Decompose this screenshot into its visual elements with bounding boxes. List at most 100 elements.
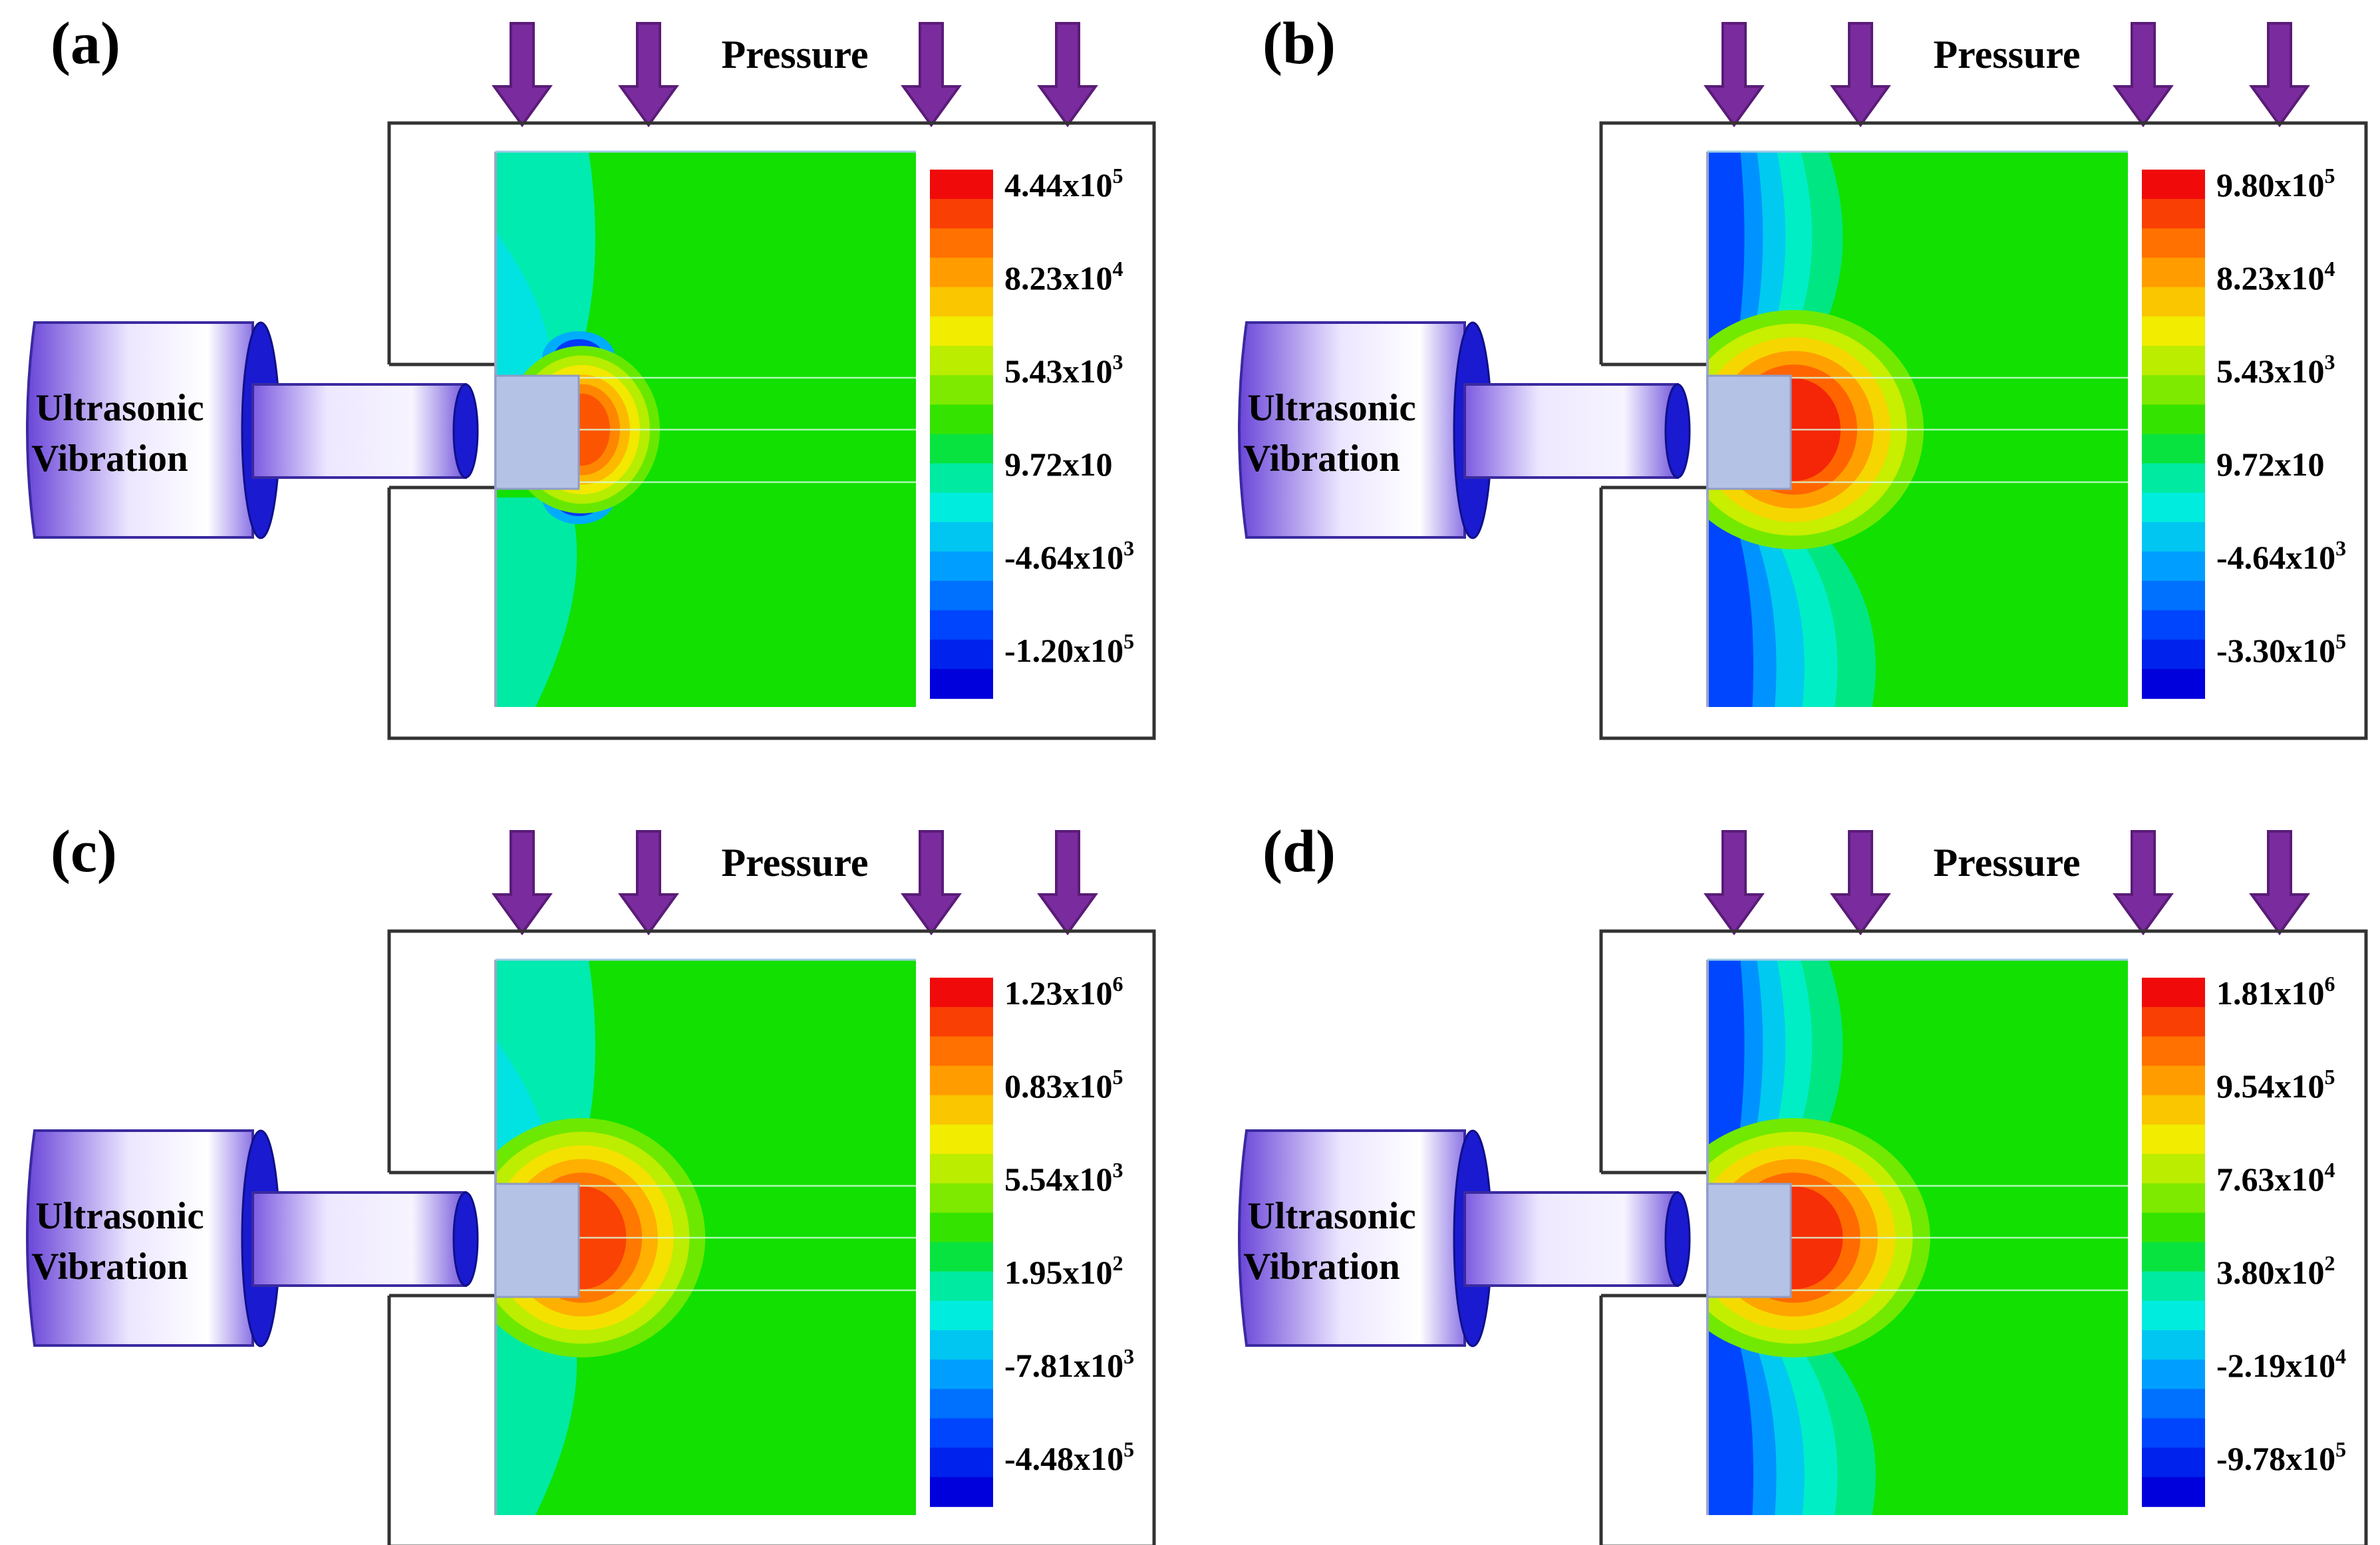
- device-label-line1: Ultrasonic: [1247, 387, 1415, 429]
- horn-tip: [1706, 374, 1792, 490]
- pressure-arrow-icon: [901, 830, 962, 936]
- housing-port: [389, 362, 496, 490]
- colorbar-swatch: [2142, 1124, 2205, 1155]
- colorbar-swatch: [930, 257, 993, 288]
- colorbar-tick-label: 5.43x103: [1004, 350, 1123, 390]
- colorbar-swatch: [930, 1036, 993, 1067]
- colorbar-swatch: [930, 551, 993, 582]
- colorbar-swatch: [2142, 257, 2205, 288]
- horn-tip: [1706, 1183, 1792, 1298]
- colorbar-swatch: [2142, 1271, 2205, 1302]
- colorbar-swatch: [930, 228, 993, 259]
- colorbar-swatch: [2142, 581, 2205, 611]
- colorbar-swatch: [930, 1300, 993, 1331]
- colorbar-swatch: [930, 668, 993, 699]
- colorbar-swatch: [2142, 1065, 2205, 1096]
- panel-label: (b): [1263, 11, 1336, 76]
- pressure-arrow-icon: [1704, 22, 1765, 128]
- colorbar-swatch: [2142, 1154, 2205, 1184]
- colorbar-tick-label: -4.64x103: [1004, 536, 1134, 576]
- colorbar-swatch: [930, 1418, 993, 1449]
- colorbar-tick-label: 7.63x104: [2216, 1158, 2335, 1198]
- colorbar-swatch: [2142, 978, 2205, 1008]
- pressure-arrow-icon: [1830, 830, 1891, 936]
- pressure-label: Pressure: [721, 841, 868, 885]
- colorbar-swatch: [2142, 639, 2205, 670]
- colorbar-swatch: [2142, 404, 2205, 435]
- colorbar-tick-label: 0.83x105: [1004, 1065, 1123, 1105]
- colorbar-swatch: [930, 1154, 993, 1184]
- colorbar-swatch: [930, 1359, 993, 1390]
- housing-port: [1601, 362, 1708, 490]
- colorbar-swatch: [930, 1007, 993, 1038]
- ultrasonic-transducer-icon: [1238, 1129, 1691, 1347]
- colorbar-swatch: [930, 1242, 993, 1272]
- device-label-line1: Ultrasonic: [1247, 1195, 1415, 1237]
- device-label-line1: Ultrasonic: [35, 1195, 204, 1237]
- colorbar-tick-label: -3.30x105: [2216, 629, 2346, 669]
- colorbar-swatch: [930, 1212, 993, 1243]
- pressure-arrow-icon: [492, 830, 553, 936]
- colorbar-swatch: [2142, 1447, 2205, 1478]
- colorbar: [930, 170, 993, 699]
- colorbar-swatch: [930, 1476, 993, 1507]
- pressure-arrow-icon: [2249, 22, 2310, 128]
- pressure-arrow-icon: [1704, 830, 1765, 936]
- housing-port: [1601, 1171, 1708, 1298]
- pressure-arrow-icon: [1830, 22, 1891, 128]
- colorbar-swatch: [930, 639, 993, 670]
- colorbar-tick-label: 5.54x103: [1004, 1158, 1123, 1198]
- colorbar-tick-label: -4.64x103: [2216, 536, 2346, 576]
- device-label-line2: Vibration: [1243, 1246, 1400, 1288]
- colorbar-swatch: [930, 1330, 993, 1360]
- colorbar-tick-label: -4.48x105: [1004, 1437, 1134, 1477]
- colorbar-swatch: [2142, 1242, 2205, 1272]
- colorbar-swatch: [930, 978, 993, 1008]
- panel-label: (c): [51, 819, 117, 885]
- colorbar-tick-label: 1.81x106: [2216, 972, 2335, 1012]
- colorbar-tick-label: -1.20x105: [1004, 629, 1134, 669]
- colorbar-swatch: [2142, 610, 2205, 640]
- colorbar-swatch: [930, 581, 993, 611]
- device-label-line2: Vibration: [31, 1246, 188, 1288]
- horn-tip: [494, 1183, 580, 1298]
- colorbar-swatch: [2142, 1212, 2205, 1243]
- colorbar-swatch: [2142, 1095, 2205, 1125]
- colorbar-tick-label: 9.72x10: [1004, 446, 1113, 483]
- colorbar-swatch: [2142, 1330, 2205, 1360]
- colorbar-swatch: [930, 1447, 993, 1478]
- colorbar-swatch: [930, 287, 993, 317]
- colorbar-tick-label: 1.23x106: [1004, 972, 1123, 1012]
- panel-label: (d): [1263, 819, 1336, 885]
- colorbar-swatch: [2142, 668, 2205, 699]
- colorbar-swatch: [930, 522, 993, 552]
- panel-a: (a)PressureUltrasonicVibration4.44x1058.…: [26, 11, 1156, 740]
- colorbar-swatch: [930, 346, 993, 376]
- colorbar-tick-label: 8.23x104: [2216, 257, 2335, 297]
- colorbar-swatch: [2142, 287, 2205, 317]
- horn-tip: [494, 374, 580, 490]
- colorbar: [2142, 978, 2205, 1507]
- ultrasonic-transducer-icon: [26, 321, 479, 539]
- colorbar-tick-label: 4.44x105: [1004, 164, 1123, 204]
- colorbar-swatch: [2142, 1476, 2205, 1507]
- colorbar-swatch: [2142, 316, 2205, 347]
- colorbar-swatch: [2142, 228, 2205, 259]
- colorbar-swatch: [930, 1271, 993, 1302]
- colorbar-tick-label: 9.54x105: [2216, 1065, 2335, 1105]
- pressure-label: Pressure: [721, 33, 868, 76]
- colorbar-swatch: [2142, 492, 2205, 523]
- housing-outline: [1599, 929, 2368, 1545]
- pressure-label: Pressure: [1933, 841, 2080, 885]
- colorbar-tick-label: -2.19x104: [2216, 1344, 2346, 1384]
- pressure-arrow-icon: [2249, 830, 2310, 936]
- pressure-arrow-icon: [1037, 22, 1098, 128]
- colorbar-swatch: [930, 170, 993, 200]
- colorbar-swatch: [2142, 1359, 2205, 1390]
- colorbar-tick-label: 9.80x105: [2216, 164, 2335, 204]
- pressure-arrow-icon: [2113, 830, 2174, 936]
- colorbar: [2142, 170, 2205, 699]
